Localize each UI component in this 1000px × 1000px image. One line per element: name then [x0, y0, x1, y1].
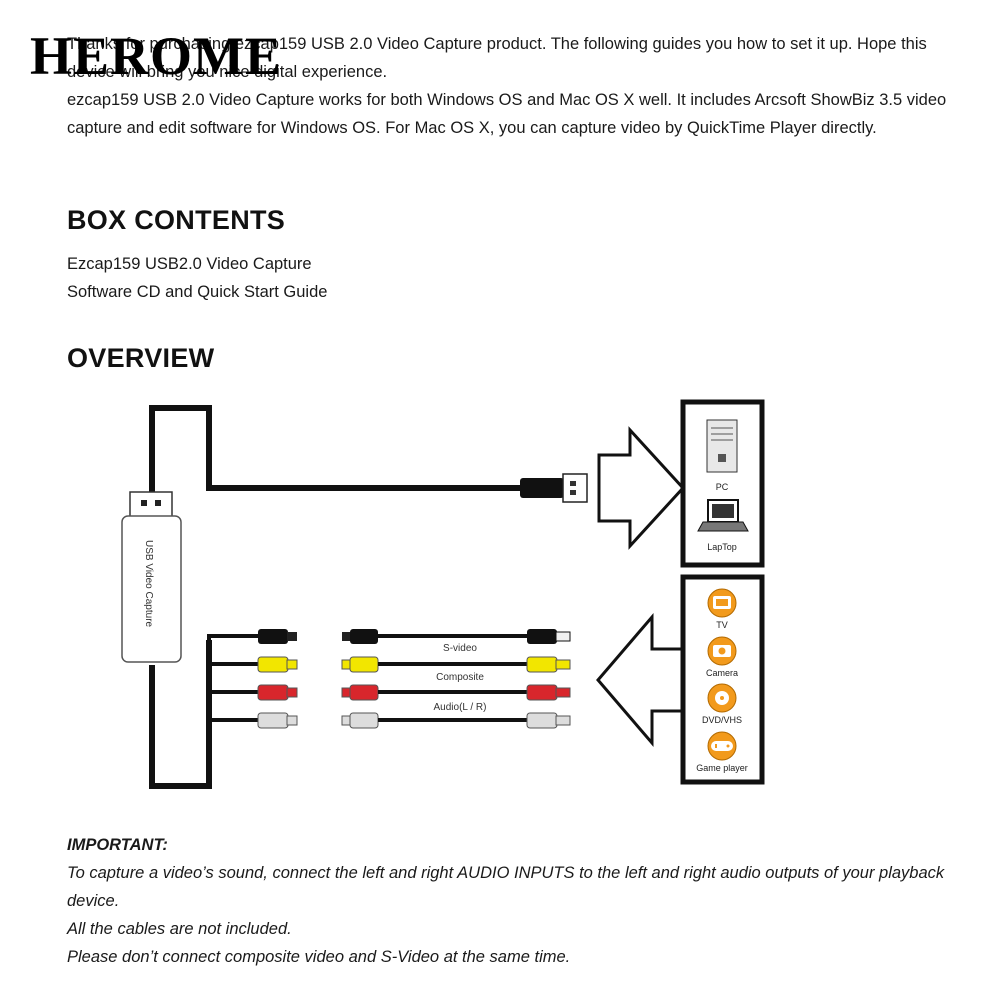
svideo-cable	[207, 629, 571, 644]
input-cable-bundle	[149, 640, 212, 789]
camera-label: Camera	[706, 668, 738, 678]
game-player-icon	[707, 731, 737, 761]
intro-text: Thanks for purchasing ezcap159 USB 2.0 V…	[67, 30, 957, 142]
dvd-vhs-icon	[707, 683, 737, 713]
box-contents-item: Software CD and Quick Start Guide	[67, 283, 328, 301]
intro-paragraph-2: ezcap159 USB 2.0 Video Capture works for…	[67, 91, 947, 137]
important-line: All the cables are not included.	[67, 920, 292, 938]
pc-label: PC	[716, 482, 729, 492]
usb-cable	[149, 405, 522, 495]
tv-icon	[707, 588, 737, 618]
laptop-label: LapTop	[707, 542, 737, 552]
game-player-label: Game player	[696, 763, 748, 773]
dvd-vhs-label: DVD/VHS	[702, 715, 742, 725]
tv-label: TV	[716, 620, 728, 630]
device-label: USB Video Capture	[143, 540, 154, 628]
important-line: Please don’t connect composite video and…	[67, 948, 571, 966]
arrow-to-computer	[597, 426, 686, 550]
svideo-label: S-video	[443, 643, 477, 654]
usb-plug-pc	[520, 473, 588, 503]
arrow-from-inputs	[596, 612, 687, 748]
audio-label: Audio(L / R)	[434, 702, 487, 713]
box-contents-item: Ezcap159 USB2.0 Video Capture	[67, 255, 312, 273]
box-contents-heading: BOX CONTENTS	[67, 205, 286, 235]
important-notes: IMPORTANT: To capture a video’s sound, c…	[67, 831, 967, 971]
important-line: To capture a video’s sound, connect the …	[67, 864, 945, 910]
intro-paragraph-1: Thanks for purchasing ezcap159 USB 2.0 V…	[67, 35, 927, 81]
composite-cable	[209, 656, 571, 673]
usb-video-capture-device: USB Video Capture	[121, 515, 182, 663]
camera-icon	[707, 636, 737, 666]
audio-red-cable	[209, 684, 571, 701]
usb-plug-stick	[129, 491, 173, 519]
audio-white-cable	[209, 712, 571, 729]
composite-label: Composite	[436, 672, 484, 683]
pc-tower-icon	[706, 419, 738, 473]
laptop-icon	[697, 499, 749, 532]
overview-heading: OVERVIEW	[67, 343, 215, 373]
important-title: IMPORTANT:	[67, 836, 168, 854]
brand-watermark: HEROME	[30, 26, 283, 86]
box-contents-list: Ezcap159 USB2.0 Video Capture Software C…	[67, 250, 327, 306]
